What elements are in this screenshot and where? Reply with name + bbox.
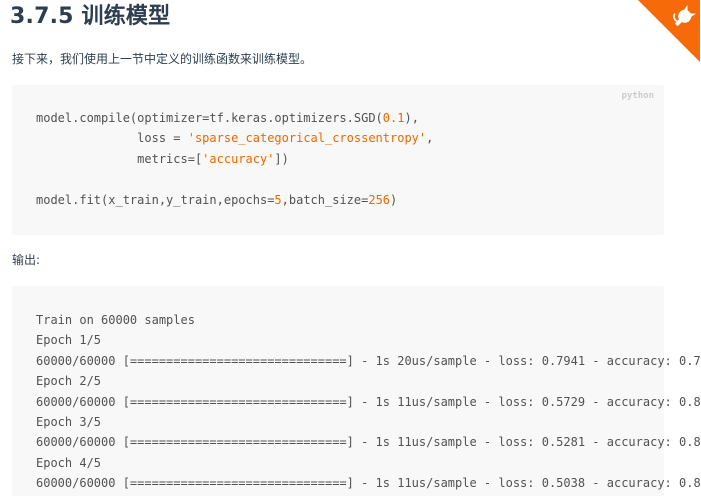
code-number-token: 256 [368, 192, 391, 207]
code-language-label: python [621, 91, 654, 101]
output-line: Epoch 2/5 [36, 374, 102, 389]
code-block: python model.compile(optimizer=tf.keras.… [12, 85, 664, 235]
output-line: Epoch 3/5 [36, 414, 102, 429]
code-content: model.compile(optimizer=tf.keras.optimiz… [36, 108, 433, 210]
code-line: metrics=['accuracy']) [36, 149, 433, 169]
code-line [36, 169, 433, 189]
output-line: 60000/60000 [===========================… [36, 435, 701, 450]
code-number-token: 5 [274, 192, 282, 207]
code-string-token: 'sparse_categorical_crossentropy' [187, 131, 427, 146]
output-line: Epoch 1/5 [36, 333, 102, 348]
output-label: 输出: [12, 253, 41, 267]
output-line: 60000/60000 [===========================… [36, 353, 701, 368]
output-line: Epoch 4/5 [36, 455, 102, 470]
code-line: model.fit(x_train,y_train,epochs=5,batch… [36, 190, 433, 210]
github-corner-icon [638, 0, 700, 62]
output-line: 60000/60000 [===========================… [36, 476, 701, 491]
code-token: model.fit(x_train,y_train,epochs= [36, 192, 275, 207]
code-token: loss = [36, 131, 188, 146]
intro-paragraph: 接下来，我们使用上一节中定义的训练函数来训练模型。 [12, 52, 313, 66]
code-token: ) [390, 192, 398, 207]
code-token: model.compile(optimizer=tf.keras.optimiz… [36, 111, 383, 125]
code-token: ,batch_size= [281, 192, 369, 207]
code-token: ), [404, 111, 419, 125]
code-token: ]) [274, 151, 289, 166]
code-token: , [426, 131, 434, 146]
code-number-token: 0.1 [382, 111, 405, 125]
output-line: 60000/60000 [===========================… [36, 394, 701, 409]
code-line: model.compile(optimizer=tf.keras.optimiz… [36, 108, 433, 128]
code-token: metrics=[ [36, 151, 203, 166]
section-heading: 3.7.5 训练模型 [10, 4, 171, 29]
code-string-token: 'accuracy' [202, 151, 275, 166]
github-corner-link[interactable] [638, 0, 700, 62]
code-line: loss = 'sparse_categorical_crossentropy'… [36, 128, 433, 148]
output-line: Train on 60000 samples [36, 313, 195, 327]
